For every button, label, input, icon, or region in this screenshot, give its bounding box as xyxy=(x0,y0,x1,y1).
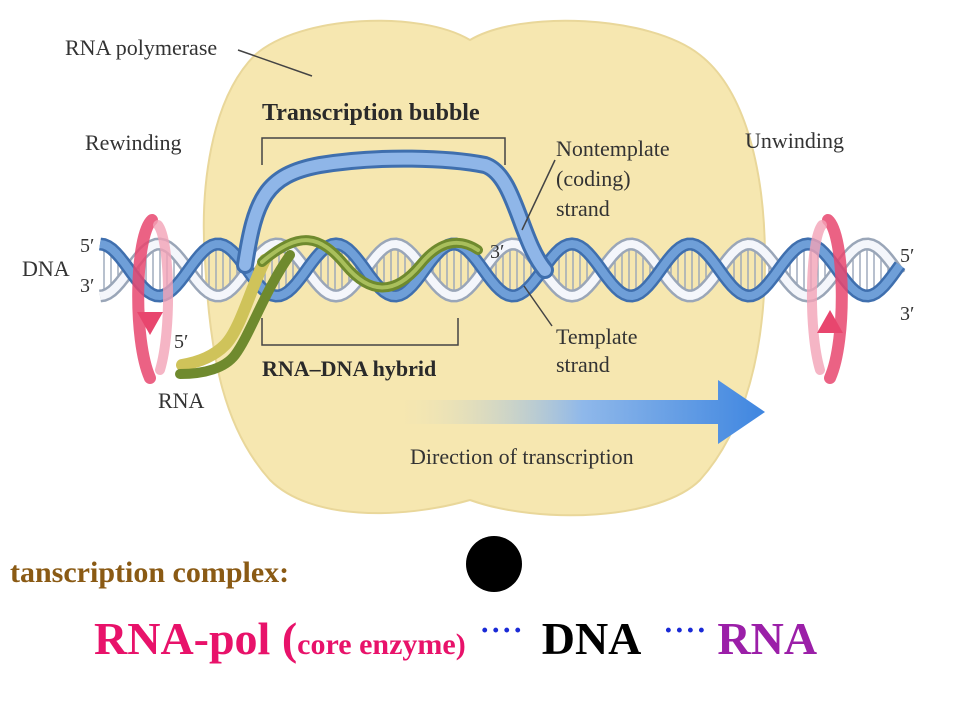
transcription-complex-formula: RNA-pol ( core enzyme) ···· DNA ···· RNA xyxy=(94,612,817,676)
label-rna-5prime: 5′ xyxy=(174,331,188,353)
label-transcription-bubble: Transcription bubble xyxy=(262,100,480,126)
label-nontemplate-3: strand xyxy=(556,196,610,221)
label-rna: RNA xyxy=(158,388,205,413)
label-direction-of-transcription: Direction of transcription xyxy=(410,444,634,469)
label-nontemplate-1: Nontemplate xyxy=(556,136,670,161)
formula-dots-2: ···· xyxy=(663,614,708,647)
label-right-3prime: 3′ xyxy=(900,303,914,325)
label-unwinding: Unwinding xyxy=(745,128,844,153)
label-template-1: Template xyxy=(556,324,638,349)
rewinding-arrow xyxy=(132,214,174,384)
label-left-3prime: 3′ xyxy=(80,275,94,297)
label-rna-dna-hybrid: RNA–DNA hybrid xyxy=(262,356,436,381)
rna-dna-hybrid-bracket xyxy=(261,318,459,346)
formula-rna: RNA xyxy=(717,613,818,664)
nontemplate-strand-loop-fill xyxy=(239,152,551,276)
formula-rna-pol: RNA-pol ( xyxy=(94,613,298,664)
unwinding-arrow xyxy=(806,214,848,384)
formula-dots-1: ···· xyxy=(479,614,524,647)
rna-strand-exit-green xyxy=(175,250,295,379)
nontemplate-pointer xyxy=(521,159,556,231)
label-rewinding: Rewinding xyxy=(85,130,182,155)
label-rna-polymerase: RNA polymerase xyxy=(65,35,217,60)
bullet-dot xyxy=(466,536,522,592)
label-right-5prime: 5′ xyxy=(900,245,914,267)
rna-strand-exit-yellow xyxy=(176,254,271,371)
formula-core-enzyme: core enzyme) xyxy=(297,628,466,661)
template-strand xyxy=(99,239,904,301)
transcription-bubble-bracket xyxy=(261,137,506,165)
direction-arrow xyxy=(400,380,765,444)
transcription-complex-label: tanscription complex: xyxy=(10,556,290,589)
label-left-5prime: 5′ xyxy=(80,235,94,257)
template-pointer xyxy=(523,285,553,327)
rna-strand-hybrid-highlight xyxy=(260,238,480,290)
coding-strand xyxy=(99,239,904,301)
label-nontemplate-2: (coding) xyxy=(556,166,631,191)
label-template-2: strand xyxy=(556,352,610,377)
formula-dna: DNA xyxy=(541,613,642,664)
label-dna: DNA xyxy=(22,256,70,281)
rna-polymerase-pointer xyxy=(237,49,313,77)
label-hybrid-3prime: 3′ xyxy=(490,241,504,263)
